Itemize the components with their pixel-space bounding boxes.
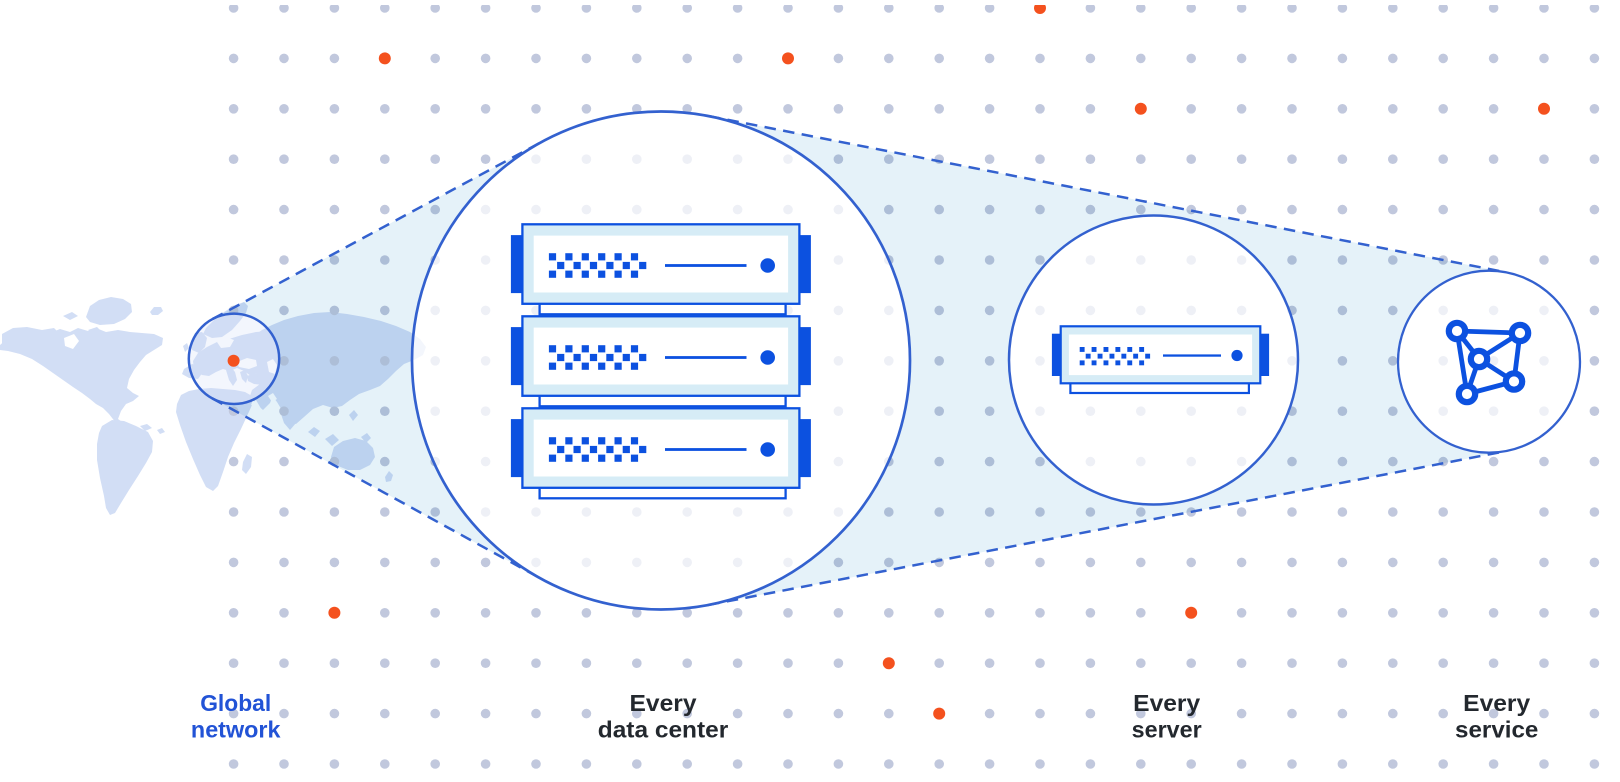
svg-text:server: server (1132, 717, 1202, 743)
svg-text:network: network (191, 717, 281, 743)
svg-text:Every: Every (1463, 690, 1530, 716)
svg-text:Every: Every (1133, 690, 1200, 716)
svg-text:service: service (1455, 717, 1538, 743)
svg-text:Every: Every (630, 690, 697, 716)
svg-text:Global: Global (200, 690, 271, 716)
svg-text:data center: data center (598, 717, 729, 743)
